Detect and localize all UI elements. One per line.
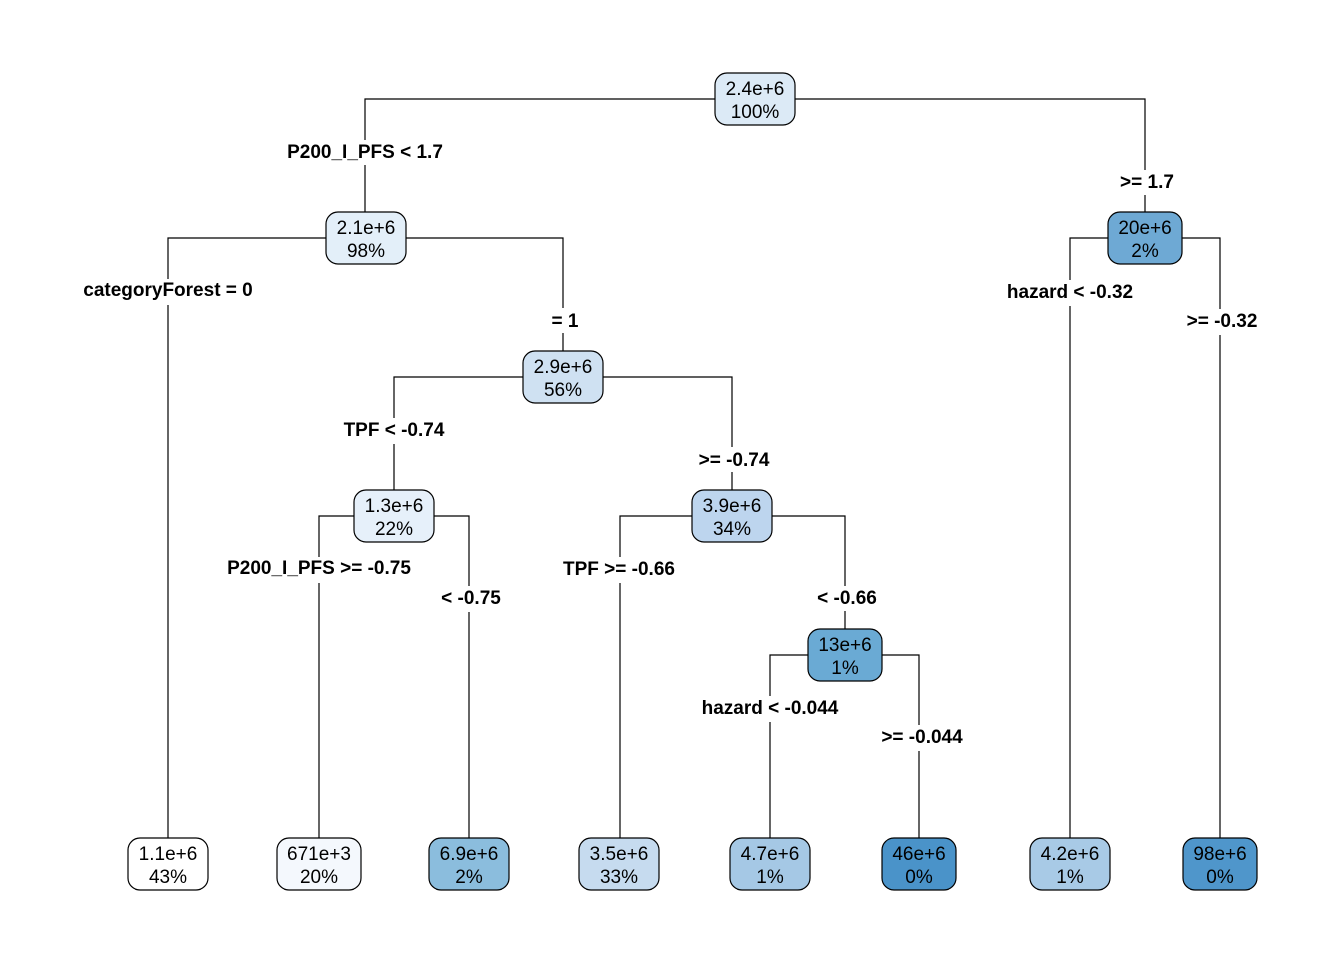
- node-percent: 98%: [347, 241, 385, 262]
- edge-root-left: [364, 98, 715, 140]
- node-box: [578, 837, 660, 891]
- node-percent: 43%: [149, 867, 187, 888]
- node-value: 4.2e+6: [1041, 844, 1100, 865]
- node-box: [522, 350, 604, 404]
- node-value: 2.9e+6: [534, 357, 593, 378]
- node-value: 13e+6: [818, 635, 871, 656]
- node-percent: 0%: [905, 867, 933, 888]
- edge-n6-right: [434, 515, 470, 586]
- node-box: [1107, 211, 1183, 265]
- node-value: 6.9e+6: [440, 844, 499, 865]
- node-percent: 34%: [713, 519, 751, 540]
- split-label: = 1: [552, 311, 579, 332]
- node-box: [807, 628, 883, 682]
- tree-node: 2.1e+6 98%: [325, 211, 407, 265]
- edge-root-right: [795, 98, 1146, 170]
- tree-leaf: 98e+6 0%: [1182, 837, 1258, 891]
- node-box: [881, 837, 957, 891]
- node-value: 1.1e+6: [139, 844, 198, 865]
- split-labels: P200_I_PFS < 1.7 >= 1.7 categoryForest =…: [83, 142, 1257, 748]
- split-label: categoryForest = 0: [83, 280, 253, 301]
- split-label: hazard < -0.32: [1007, 282, 1133, 303]
- split-label: < -0.66: [817, 588, 877, 609]
- node-percent: 1%: [756, 867, 784, 888]
- tree-node: 2.4e+6 100%: [714, 72, 796, 126]
- split-label: P200_I_PFS >= -0.75: [227, 558, 411, 579]
- edge-n11-right: [882, 654, 920, 725]
- tree-leaf: 3.5e+6 33%: [578, 837, 660, 891]
- node-percent: 56%: [544, 380, 582, 401]
- tree-leaf: 6.9e+6 2%: [428, 837, 510, 891]
- tree-node: 2.9e+6 56%: [522, 350, 604, 404]
- edge-n3-left: [1069, 237, 1108, 280]
- node-box: [1029, 837, 1111, 891]
- tree-leaf: 671e+3 20%: [276, 837, 362, 891]
- node-percent: 0%: [1206, 867, 1234, 888]
- edge-n7-right: [772, 515, 846, 586]
- split-label: >= -0.32: [1187, 311, 1258, 332]
- tree-node: 3.9e+6 34%: [691, 489, 773, 543]
- edge-n2-right: [405, 237, 564, 308]
- edge-n2-left: [167, 237, 326, 279]
- node-value: 1.3e+6: [365, 496, 424, 517]
- node-percent: 1%: [831, 658, 859, 679]
- node-box: [127, 837, 209, 891]
- tree-node: 13e+6 1%: [807, 628, 883, 682]
- tree-node: 1.3e+6 22%: [353, 489, 435, 543]
- edge-n6-left: [318, 515, 354, 557]
- node-percent: 33%: [600, 867, 638, 888]
- edge-n7-left: [619, 515, 692, 557]
- split-label: TPF >= -0.66: [563, 559, 675, 580]
- node-value: 3.5e+6: [590, 844, 649, 865]
- node-percent: 1%: [1056, 867, 1084, 888]
- tree-leaf: 46e+6 0%: [881, 837, 957, 891]
- split-label: >= -0.74: [699, 450, 770, 471]
- split-label: >= 1.7: [1120, 172, 1174, 193]
- edge-n5-right: [603, 376, 733, 447]
- tree-edges: [167, 98, 1221, 838]
- split-label: hazard < -0.044: [702, 698, 839, 719]
- node-value: 98e+6: [1193, 844, 1246, 865]
- node-value: 2.4e+6: [726, 79, 785, 100]
- node-value: 20e+6: [1118, 218, 1171, 239]
- tree-leaf: 4.7e+6 1%: [729, 837, 811, 891]
- edge-n5-left: [393, 376, 523, 418]
- node-value: 4.7e+6: [741, 844, 800, 865]
- tree-leaf: 4.2e+6 1%: [1029, 837, 1111, 891]
- split-label: P200_I_PFS < 1.7: [287, 142, 443, 163]
- node-box: [325, 211, 407, 265]
- node-box: [1182, 837, 1258, 891]
- tree-node: 20e+6 2%: [1107, 211, 1183, 265]
- tree-nodes: 2.4e+6 100% 2.1e+6 98% 20e+6 2% 1.1e+6 4…: [127, 72, 1258, 891]
- edge-n11-left: [769, 654, 808, 696]
- node-value: 671e+3: [287, 844, 351, 865]
- node-box: [353, 489, 435, 543]
- node-percent: 22%: [375, 519, 413, 540]
- split-label: TPF < -0.74: [344, 420, 445, 441]
- node-box: [714, 72, 796, 126]
- node-value: 46e+6: [892, 844, 945, 865]
- tree-leaf: 1.1e+6 43%: [127, 837, 209, 891]
- node-percent: 2%: [1131, 241, 1159, 262]
- edge-n3-right: [1182, 237, 1221, 309]
- node-box: [729, 837, 811, 891]
- node-percent: 20%: [300, 867, 338, 888]
- split-label: >= -0.044: [881, 727, 963, 748]
- node-value: 3.9e+6: [703, 496, 762, 517]
- node-box: [428, 837, 510, 891]
- node-percent: 100%: [731, 102, 780, 123]
- node-value: 2.1e+6: [337, 218, 396, 239]
- node-percent: 2%: [455, 867, 483, 888]
- node-box: [276, 837, 362, 891]
- node-box: [691, 489, 773, 543]
- split-label: < -0.75: [441, 588, 501, 609]
